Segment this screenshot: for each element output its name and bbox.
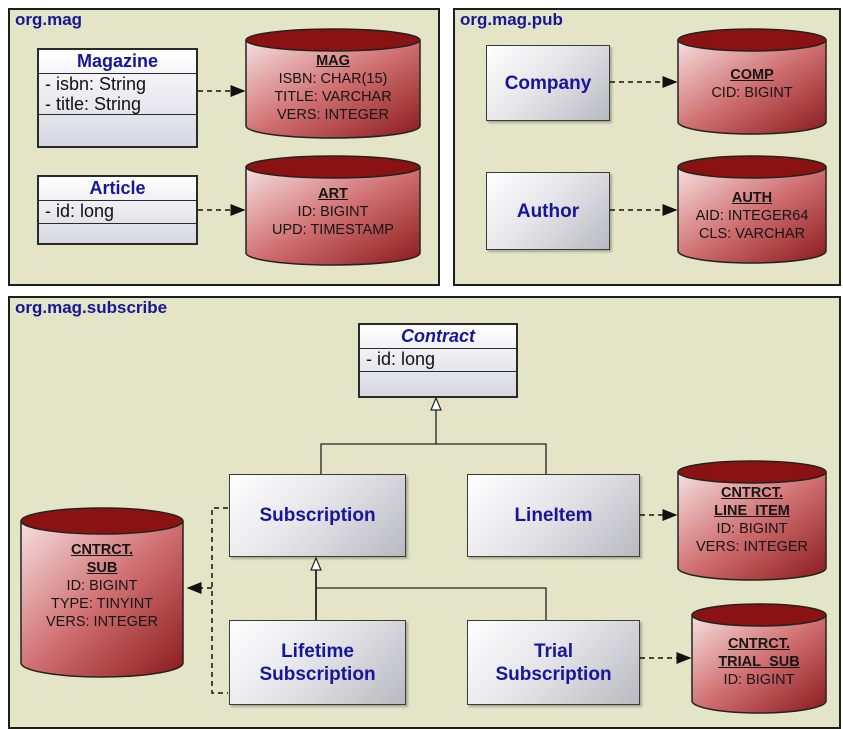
class-author[interactable]: Author	[486, 172, 610, 250]
database-icon	[677, 28, 827, 135]
class-ops-contract	[360, 372, 516, 396]
table-name-art: ART	[318, 186, 348, 202]
database-icon	[245, 28, 421, 139]
class-article[interactable]: Article - id: long	[37, 175, 198, 245]
class-name-lifetime-line2: Subscription	[259, 663, 376, 685]
database-icon	[691, 603, 827, 714]
class-name-trial-line2: Subscription	[495, 663, 612, 685]
table-cntrct-line-item[interactable]: CNTRCT. LINE_ITEM ID: BIGINT VERS: INTEG…	[677, 460, 827, 582]
column-upd: UPD: TIMESTAMP	[272, 222, 394, 238]
column-line-id: ID: BIGINT	[716, 521, 788, 537]
table-auth[interactable]: AUTH AID: INTEGER64 CLS: VARCHAR	[677, 155, 827, 265]
class-attrs-magazine: - isbn: String - title: String	[39, 74, 196, 115]
class-ops-magazine	[39, 115, 196, 146]
table-name-cntrct: CNTRCT.	[70, 542, 134, 558]
database-icon	[677, 460, 827, 581]
table-name-cntrct: CNTRCT.	[720, 485, 784, 501]
attr-contract-id: - id: long	[366, 349, 436, 369]
column-cls: CLS: VARCHAR	[698, 226, 806, 242]
package-label-org-mag: org.mag	[15, 10, 83, 29]
column-sub-vers: VERS: INTEGER	[46, 614, 158, 630]
attr-id: - id: long	[45, 201, 115, 221]
column-trial-id: ID: BIGINT	[723, 672, 795, 688]
inheritance-triangle-contract	[430, 396, 442, 411]
column-id: ID: BIGINT	[297, 204, 369, 220]
column-vers: VERS: INTEGER	[277, 107, 389, 123]
database-icon	[20, 507, 184, 678]
class-name-contract: Contract	[360, 325, 516, 349]
class-name-lineitem: LineItem	[514, 505, 593, 526]
table-name-cntrct: CNTRCT.	[727, 636, 791, 652]
column-aid: AID: INTEGER64	[695, 208, 809, 224]
package-label-org-mag-subscribe: org.mag.subscribe	[15, 298, 168, 317]
column-type: TYPE: TINYINT	[50, 596, 154, 612]
inheritance-triangle-subscription	[310, 556, 322, 571]
column-isbn: ISBN: CHAR(15)	[278, 71, 388, 87]
class-name-company: Company	[504, 72, 592, 94]
class-lifetime-subscription[interactable]: Lifetime Subscription	[229, 620, 406, 705]
table-cntrct-trial-sub[interactable]: CNTRCT. TRIAL_SUB ID: BIGINT	[691, 603, 827, 715]
table-mag[interactable]: MAG ISBN: CHAR(15) TITLE: VARCHAR VERS: …	[245, 28, 421, 140]
table-name-sub: SUB	[86, 560, 118, 576]
table-art[interactable]: ART ID: BIGINT UPD: TIMESTAMP	[245, 155, 421, 267]
column-title: TITLE: VARCHAR	[274, 89, 392, 105]
class-company[interactable]: Company	[486, 45, 610, 121]
table-name-auth: AUTH	[731, 190, 773, 206]
class-subscription[interactable]: Subscription	[229, 474, 406, 557]
class-attrs-article: - id: long	[39, 201, 196, 224]
class-name-author: Author	[516, 200, 580, 222]
column-line-vers: VERS: INTEGER	[696, 539, 808, 555]
class-name-subscription: Subscription	[259, 505, 376, 526]
class-attrs-contract: - id: long	[360, 349, 516, 372]
column-cid: CID: BIGINT	[711, 85, 793, 101]
table-cntrct-sub[interactable]: CNTRCT. SUB ID: BIGINT TYPE: TINYINT VER…	[20, 507, 184, 679]
class-lineitem[interactable]: LineItem	[467, 474, 640, 557]
class-magazine[interactable]: Magazine - isbn: String - title: String	[37, 48, 198, 148]
table-name-trial-sub: TRIAL_SUB	[718, 654, 800, 670]
database-icon	[677, 155, 827, 264]
table-name-line-item: LINE_ITEM	[714, 503, 790, 519]
class-trial-subscription[interactable]: Trial Subscription	[467, 620, 640, 705]
database-icon	[245, 155, 421, 266]
table-name-comp: COMP	[730, 67, 774, 83]
table-name-mag: MAG	[316, 53, 350, 69]
table-comp[interactable]: COMP CID: BIGINT	[677, 28, 827, 136]
mapping-bracket-subscription	[211, 507, 228, 694]
package-label-org-mag-pub: org.mag.pub	[460, 10, 563, 29]
attr-title: - title: String	[45, 94, 142, 114]
class-ops-article	[39, 224, 196, 243]
class-contract[interactable]: Contract - id: long	[358, 323, 518, 398]
attr-isbn: - isbn: String	[45, 74, 147, 94]
class-name-lifetime-line1: Lifetime	[281, 640, 354, 662]
class-name-trial-line1: Trial	[533, 640, 574, 662]
class-name-magazine: Magazine	[39, 50, 196, 74]
class-name-article: Article	[39, 177, 196, 201]
column-sub-id: ID: BIGINT	[66, 578, 138, 594]
